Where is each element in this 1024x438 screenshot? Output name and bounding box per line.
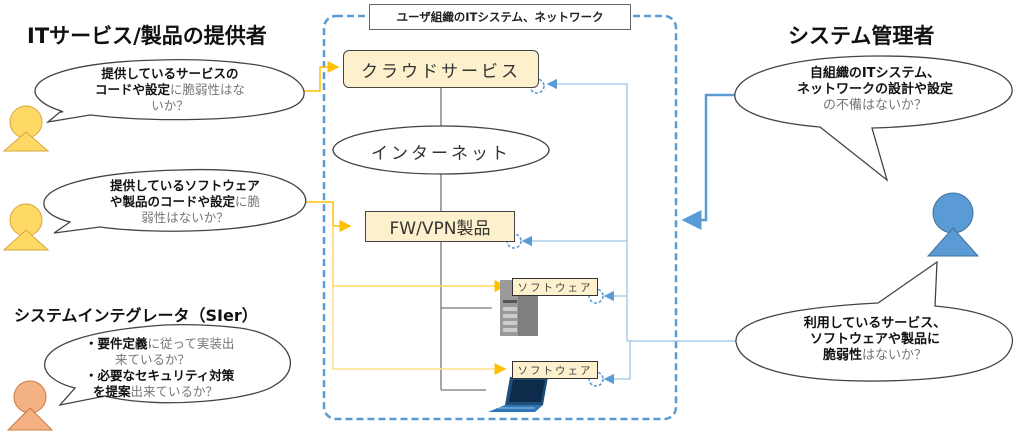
text-bold: 提供しているソフトウェア bbox=[110, 178, 260, 193]
bubble-service-provider-text: 提供しているサービスの コードや設定に脆弱性はな いか？ bbox=[60, 66, 280, 114]
person-product-provider bbox=[2, 203, 50, 251]
person-integrator bbox=[6, 380, 54, 431]
text-plain: に脆弱性はな bbox=[170, 82, 246, 97]
text-plain: 出来ているか？ bbox=[130, 384, 219, 399]
text-bold: ソフトウェアや製品に bbox=[809, 332, 940, 347]
internet-node[interactable]: インターネット bbox=[371, 144, 511, 164]
server-software-node[interactable]: ソフトウェア bbox=[512, 278, 598, 296]
bubble-product-provider bbox=[43, 168, 307, 234]
text-bold: ネットワークの設計や設定 bbox=[796, 82, 953, 97]
admin-title: システム管理者 bbox=[788, 24, 935, 48]
text-bold: 脆弱性 bbox=[822, 348, 862, 363]
laptop-icon bbox=[488, 377, 548, 412]
text-plain: 弱性はないか？ bbox=[141, 210, 229, 225]
bubble-product-provider-text: 提供しているソフトウェア や製品のコードや設定に脆 弱性はないか？ bbox=[80, 178, 290, 226]
text-plain: に脆 bbox=[235, 194, 261, 209]
text-bold: 提供しているサービスの bbox=[101, 66, 239, 81]
text-bold: ・必要なセキュリティ対策 bbox=[85, 368, 235, 383]
text-plain: に従って実装出 bbox=[147, 336, 235, 351]
user-org-label: ユーザ組織のITシステム、ネットワーク bbox=[369, 4, 631, 30]
fw-vpn-node[interactable]: FW/VPN製品 bbox=[365, 211, 515, 242]
network-backbone bbox=[440, 86, 492, 391]
providers-title: ITサービス/製品の提供者 bbox=[27, 24, 267, 48]
text-plain: はないか？ bbox=[862, 348, 928, 363]
text-bold: ・要件定義 bbox=[85, 336, 148, 351]
cloud-service-node[interactable]: クラウドサービス bbox=[343, 50, 539, 88]
bubble-admin-design-text: 自組織のITシステム、 ネットワークの設計や設定 の不備はないか？ bbox=[770, 66, 980, 114]
text-bold: コードや設定 bbox=[94, 82, 170, 97]
bubble-admin-design bbox=[734, 55, 1013, 182]
integrator-title: システムインテグレータ（SIer） bbox=[14, 306, 258, 325]
bubble-service-provider bbox=[34, 58, 305, 124]
bubble-admin-vuln-text: 利用しているサービス、 ソフトウェアや製品に 脆弱性はないか？ bbox=[770, 316, 980, 364]
vulnerability-markers bbox=[506, 78, 604, 387]
person-admin bbox=[926, 192, 980, 257]
person-service-provider bbox=[2, 105, 50, 152]
bubble-admin-vuln bbox=[735, 260, 1014, 382]
text-bold: 利用しているサービス、 bbox=[803, 316, 947, 331]
laptop-software-node[interactable]: ソフトウェア bbox=[512, 361, 598, 379]
text-bold: を提案 bbox=[93, 384, 131, 399]
admin-links bbox=[521, 78, 740, 385]
provider-links bbox=[298, 61, 507, 375]
speech-bubbles bbox=[34, 55, 1014, 407]
text-plain: いか？ bbox=[151, 98, 189, 113]
user-org-boundary bbox=[322, 14, 678, 421]
text-plain: 来ているか？ bbox=[115, 352, 191, 367]
internet-node-shape bbox=[332, 125, 550, 175]
text-bold: や製品のコードや設定 bbox=[109, 194, 235, 209]
text-bold: 自組織のITシステム、 bbox=[809, 66, 941, 81]
bubble-integrator-text: ・要件定義に従って実装出 来ているか？ ・必要なセキュリティ対策 を提案出来てい… bbox=[85, 336, 265, 400]
bubble-integrator bbox=[44, 323, 292, 407]
text-plain: の不備はないか？ bbox=[822, 98, 927, 113]
